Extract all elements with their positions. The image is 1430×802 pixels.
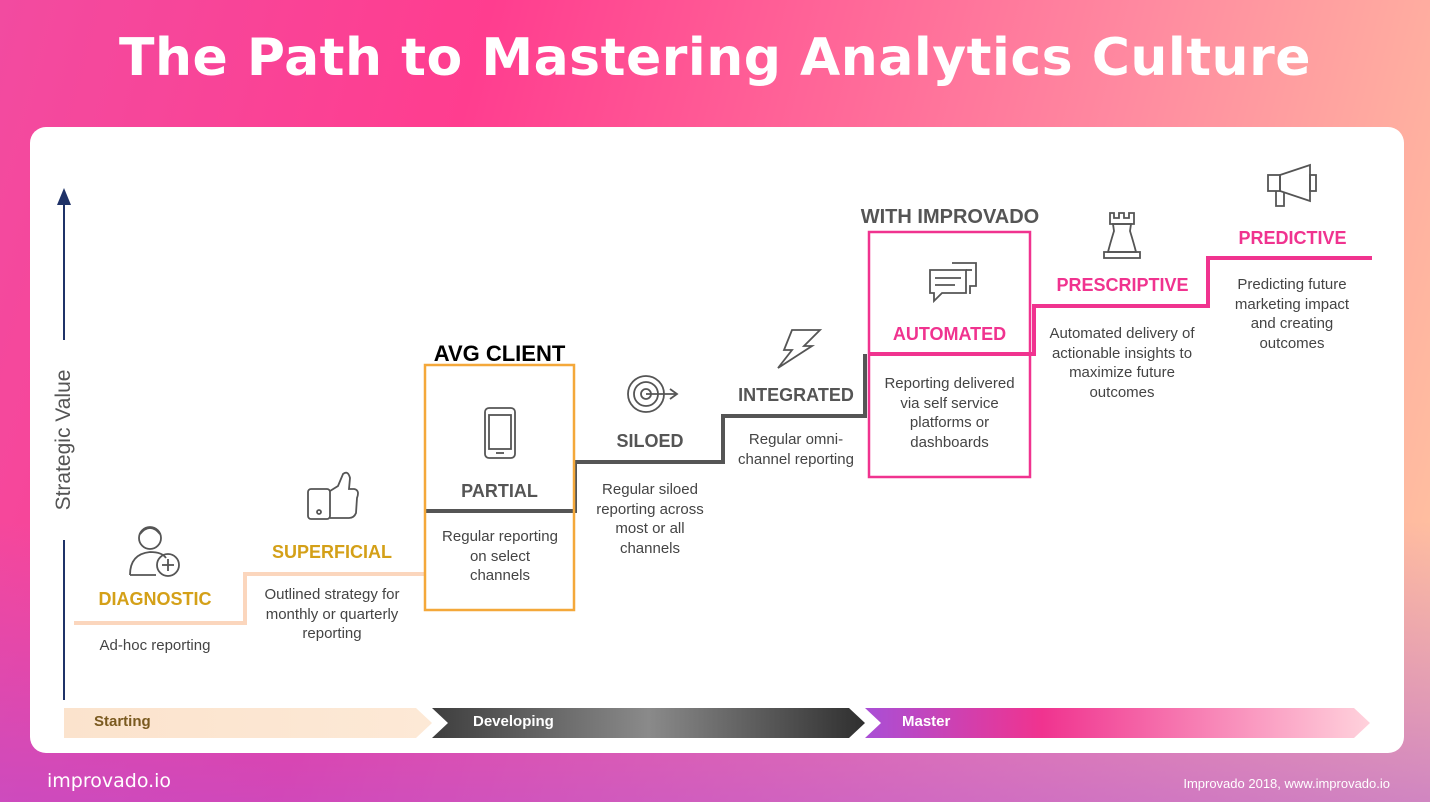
chess-rook-icon [1103, 212, 1141, 259]
stage-label-starting: Starting [94, 713, 151, 730]
target-icon [627, 375, 679, 413]
step-label-siloed: SILOED [616, 431, 684, 451]
footer-credit: Improvado 2018, www.improvado.io [1183, 776, 1390, 791]
step-desc-integrated: Regular omni-channel reporting [738, 431, 854, 468]
step-desc-automated: Reporting delivered via self service pla… [884, 375, 1015, 451]
stage-arrow-developing [432, 708, 865, 738]
step-desc-diagnostic: Ad-hoc reporting [99, 637, 211, 654]
chat-bubbles-icon [929, 262, 977, 304]
step-desc-partial: Regular reporting on select channels [442, 528, 558, 584]
y-axis [57, 188, 71, 700]
diagram-panel [30, 127, 1404, 753]
step-desc-superficial: Outlined strategy for monthly or quarter… [264, 586, 400, 642]
avg-client-box [423, 363, 576, 612]
step-line-master [869, 256, 1372, 356]
step-label-prescriptive: PRESCRIPTIVE [1056, 275, 1189, 295]
step-label-integrated: INTEGRATED [738, 385, 854, 405]
with-improvado-label: WITH IMPROVADO [860, 206, 1040, 228]
step-label-automated: AUTOMATED [892, 324, 1007, 344]
smartphone-icon [484, 407, 516, 459]
step-label-superficial: SUPERFICIAL [271, 542, 392, 562]
stage-arrow-starting [64, 708, 432, 738]
y-axis-arrow-icon [57, 188, 71, 205]
step-label-diagnostic: DIAGNOSTIC [98, 589, 212, 609]
page-title: The Path to Mastering Analytics Culture [119, 28, 1311, 88]
lightning-icon [777, 329, 823, 369]
step-label-predictive: PREDICTIVE [1238, 228, 1347, 248]
stage-label-master: Master [902, 713, 951, 730]
brand-logo: improvado.io [47, 770, 172, 792]
step-desc-siloed: Regular siloed reporting across most or … [596, 481, 704, 557]
step-desc-predictive: Predicting future marketing impact and c… [1234, 276, 1350, 352]
avg-client-label: AVG CLIENT [433, 341, 566, 366]
with-improvado-box [867, 230, 1032, 479]
stage-arrow-master [865, 708, 1370, 738]
user-add-icon [129, 526, 180, 577]
step-label-partial: PARTIAL [461, 481, 538, 501]
y-axis-label: Strategic Value [52, 369, 75, 511]
step-line-starting [74, 572, 425, 625]
megaphone-icon [1267, 163, 1317, 207]
thumbs-up-icon [307, 471, 359, 520]
step-desc-prescriptive: Automated delivery of actionable insight… [1049, 325, 1195, 401]
stage-label-developing: Developing [473, 713, 554, 730]
